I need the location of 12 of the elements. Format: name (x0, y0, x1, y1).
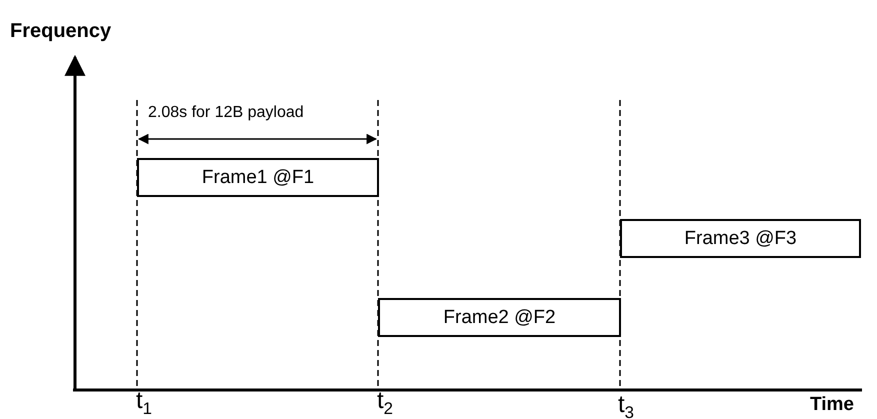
frame-label: Frame2 @F2 (443, 306, 556, 328)
frame-label: Frame3 @F3 (684, 228, 797, 250)
duration-label: 2.08s for 12B payload (148, 104, 304, 122)
time-marker: t$_{3}$ (618, 391, 634, 419)
frame-box (378, 298, 621, 337)
frame-label: Frame1 @F1 (202, 166, 314, 188)
time-marker: t$_{1}$ (136, 387, 152, 419)
frame-box (620, 219, 861, 258)
axis-title: Frequency (10, 20, 112, 43)
axis-title: Time (810, 394, 854, 416)
frame-box (137, 158, 379, 197)
time-marker: t$_{2}$ (377, 387, 394, 419)
